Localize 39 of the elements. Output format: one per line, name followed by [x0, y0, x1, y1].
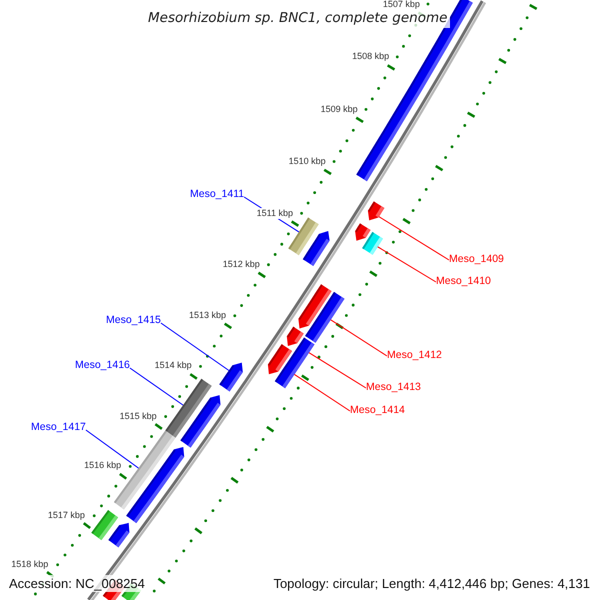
gene-label: Meso_1413	[366, 381, 421, 393]
tick-label: 1518 kbp	[10, 558, 50, 570]
gene-label: Meso_1409	[449, 253, 504, 265]
tick-label: 1508 kbp	[351, 51, 390, 62]
leader-line	[378, 216, 450, 260]
gene-feature	[368, 201, 384, 220]
gene-feature	[302, 231, 330, 266]
gene-label: Meso_1410	[436, 275, 491, 287]
tick-label: 1517 kbp	[46, 510, 86, 521]
tick-label: 1515 kbp	[118, 410, 158, 422]
gene-feature	[286, 326, 304, 346]
gene-label: Meso_1417	[31, 421, 86, 433]
tick-label: 1516 kbp	[83, 460, 122, 472]
gene-feature	[268, 344, 292, 374]
leader-line	[377, 246, 436, 282]
gene-feature	[355, 223, 371, 241]
tick-label: 1513 kbp	[188, 310, 227, 321]
leader-line	[294, 374, 350, 412]
title: Mesorhizobium sp. BNC1, complete genome	[145, 9, 450, 28]
tick-label: 1510 kbp	[288, 156, 327, 167]
gene-label: Meso_1411	[190, 188, 244, 200]
gene-feature	[126, 447, 184, 524]
leader-line	[85, 430, 139, 469]
gene-label: Meso_1412	[387, 349, 442, 361]
feature-bar	[305, 292, 344, 343]
tick-label: 1507 kbp	[382, 0, 421, 10]
leader-line	[330, 319, 388, 356]
gene-feature	[108, 522, 130, 548]
leader-line	[160, 322, 230, 371]
tick-label: 1514 kbp	[154, 360, 193, 372]
gene-label: Meso_1414	[350, 404, 405, 416]
gene-feature	[219, 362, 243, 392]
gene-feature	[180, 395, 220, 448]
gene-label: Meso_1415	[106, 314, 161, 326]
tick-label: 1509 kbp	[320, 104, 359, 115]
tick-label: 1511 kbp	[256, 208, 294, 219]
tick-label: 1512 kbp	[222, 258, 261, 270]
feature-bar	[362, 232, 383, 255]
gene-label: Meso_1416	[75, 359, 130, 371]
